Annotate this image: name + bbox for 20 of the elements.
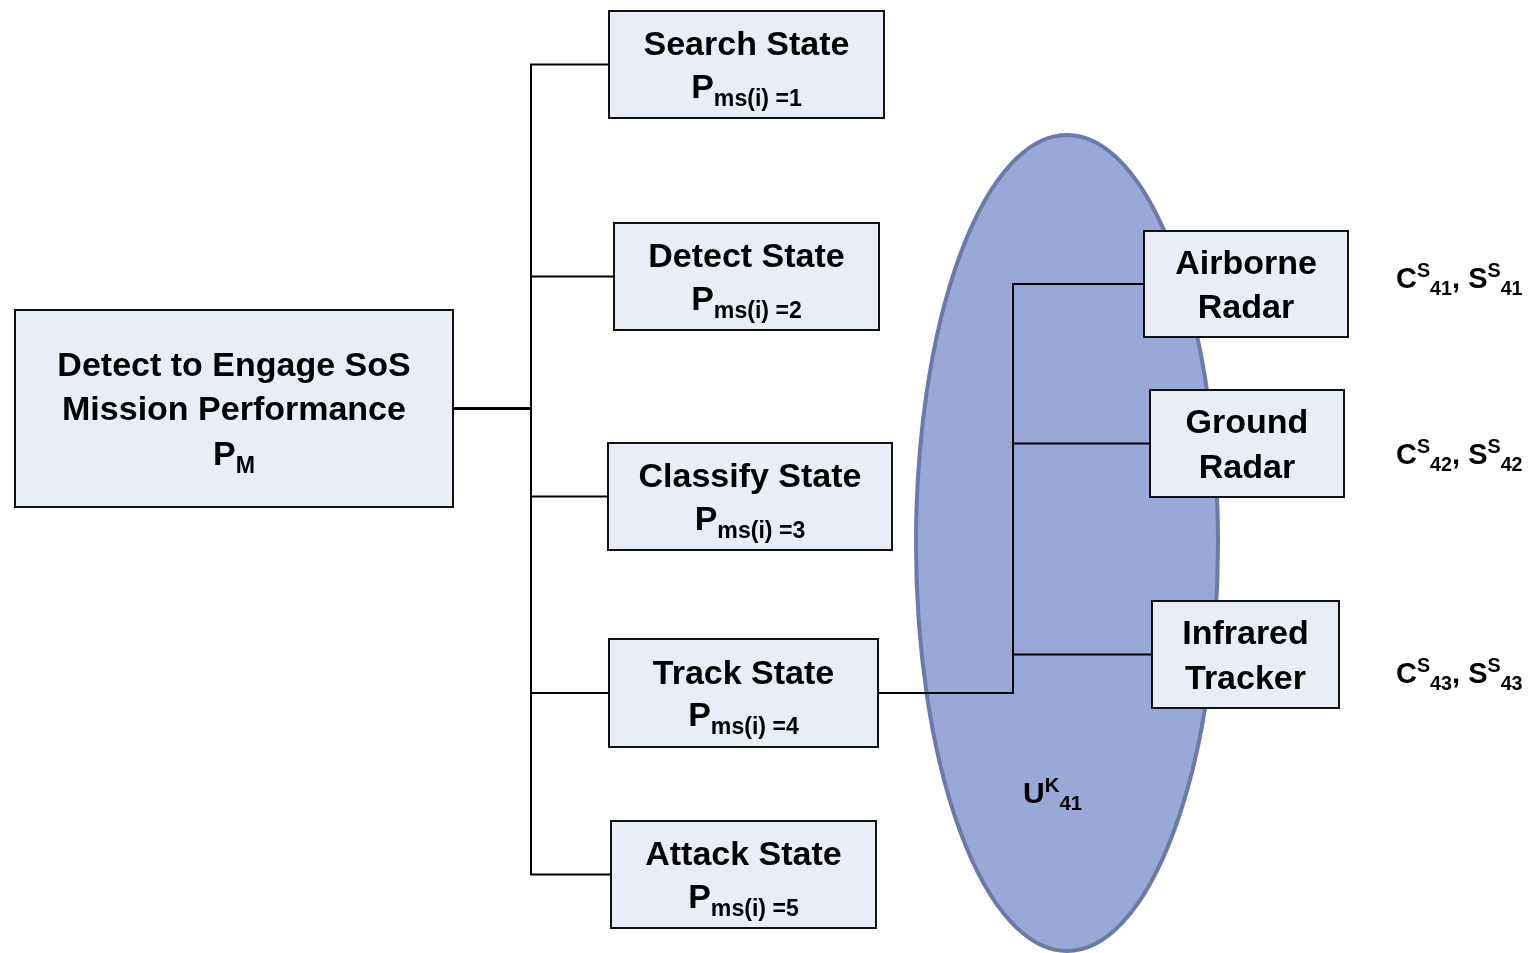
- state-box: [608, 10, 885, 119]
- state-box: [613, 222, 880, 331]
- state-box: [610, 820, 877, 929]
- connector-line: [453, 407, 611, 876]
- box-title: Track State: [652, 651, 835, 693]
- probability-label: P$_{M}$: [213, 432, 255, 475]
- box-title: Search State: [643, 23, 850, 64]
- box-title: Airborne Radar: [1174, 241, 1318, 327]
- box-title: Attack State: [645, 833, 842, 874]
- box-title: Detect State: [648, 235, 845, 276]
- state-box: [607, 442, 893, 551]
- state-box: [608, 638, 879, 748]
- sensor-box: [1143, 230, 1349, 338]
- box-title: Ground Radar: [1184, 401, 1310, 487]
- box-title: Detect to Engage SoS Mission Performance: [56, 344, 412, 430]
- box-title: Infrared Tracker: [1181, 612, 1310, 698]
- box-title: Classify State: [638, 455, 862, 496]
- mission-box: [14, 309, 454, 508]
- sensor-box: [1151, 600, 1340, 709]
- sensor-box: [1149, 389, 1345, 498]
